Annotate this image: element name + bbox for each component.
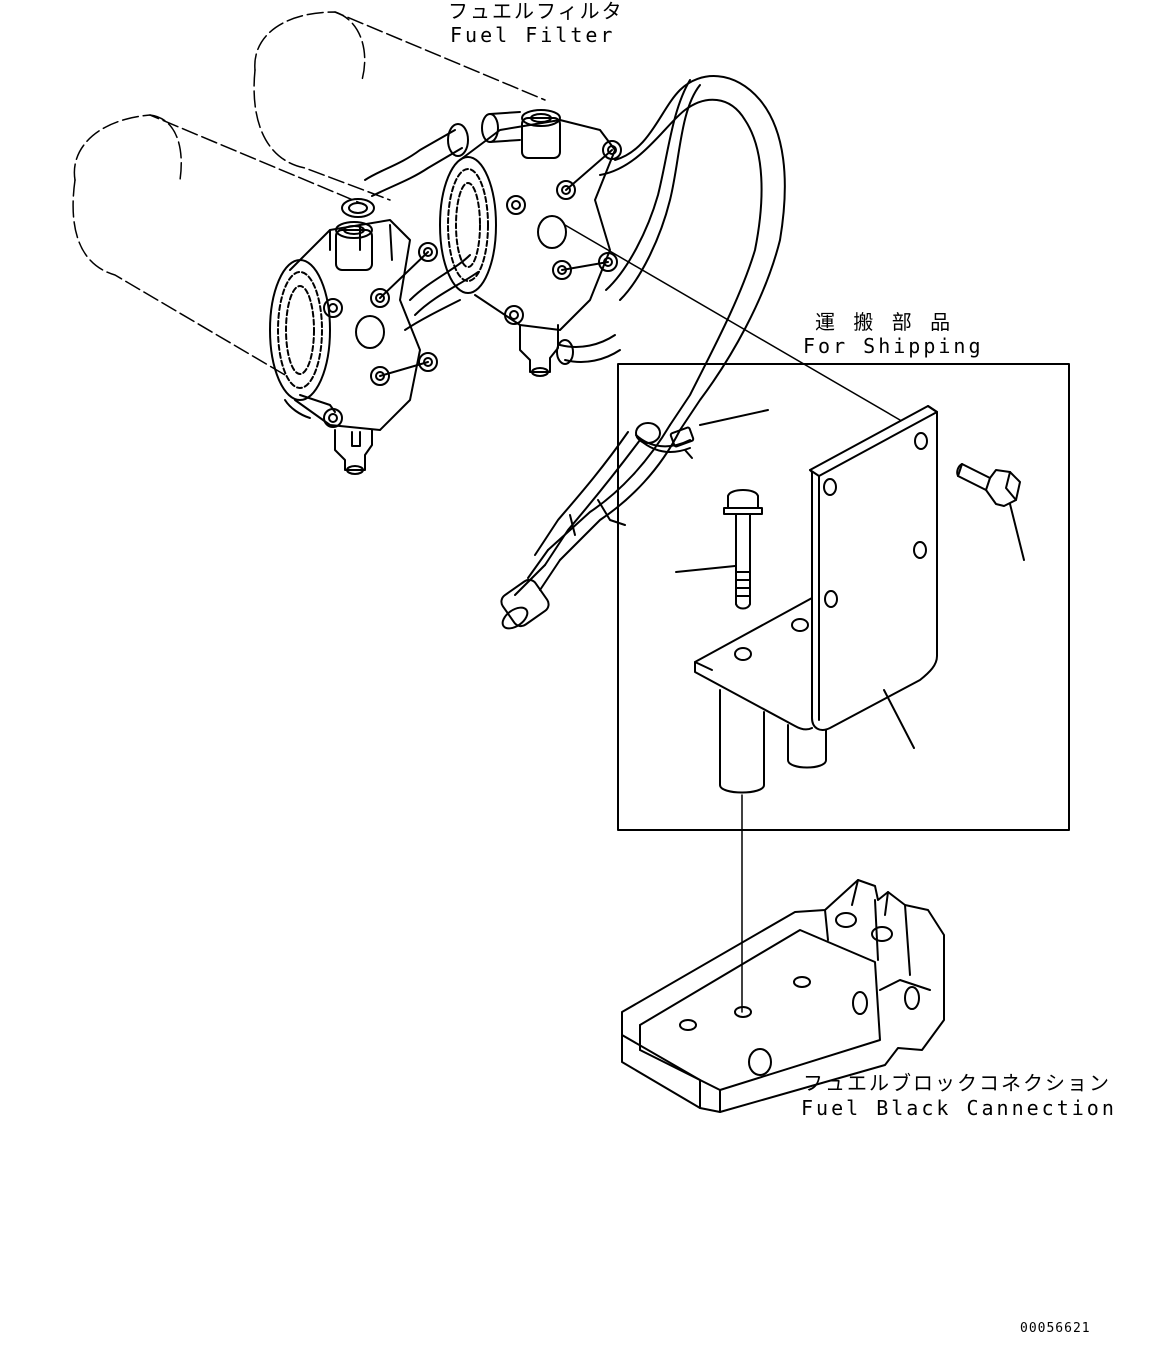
filter-head-right xyxy=(440,110,621,376)
fuel-filter-label-jp: フュエルフィルタ xyxy=(448,0,624,23)
for-shipping-box xyxy=(565,225,1069,830)
filter-canister-left xyxy=(73,115,365,375)
fuel-filter-assembly xyxy=(73,12,785,633)
fuel-block-connection xyxy=(622,880,944,1112)
fuel-filter-label-en: Fuel Filter xyxy=(450,23,616,47)
fuel-hose-loop xyxy=(498,76,785,633)
shipping-bracket xyxy=(695,406,937,793)
for-shipping-label-jp: 運 搬 部 品 xyxy=(815,310,957,334)
long-bolt xyxy=(724,490,762,609)
leader-short-bolt xyxy=(1010,504,1024,560)
leader-long-bolt xyxy=(676,566,735,572)
leader-bracket xyxy=(884,690,914,748)
filter-hoses xyxy=(365,112,620,364)
leader-for-shipping xyxy=(565,225,900,420)
fuel-block-label-jp: フュエルブロックコネクション xyxy=(803,1071,1111,1095)
leader-clamp xyxy=(700,410,768,425)
hose-clamp xyxy=(636,423,694,458)
fuel-block-label-en: Fuel Black Cannection xyxy=(801,1096,1117,1120)
for-shipping-label-en: For Shipping xyxy=(803,334,984,358)
filter-canister-right xyxy=(254,12,545,200)
short-bolt xyxy=(957,464,1020,506)
filter-head-left xyxy=(270,199,437,474)
drawing-number: 00056621 xyxy=(1020,1321,1091,1336)
